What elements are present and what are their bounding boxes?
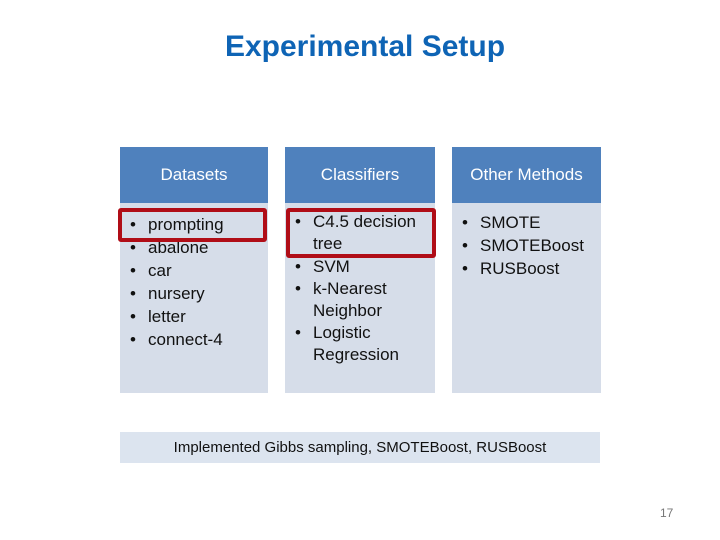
datasets-list-body: prompting abalone car nursery letter con… xyxy=(120,203,268,393)
datasets-column: Datasets prompting abalone car nursery l… xyxy=(120,147,268,393)
dataset-item: letter xyxy=(120,305,268,328)
other-methods-list-body: SMOTE SMOTEBoost RUSBoost xyxy=(452,203,601,393)
slide-title: Experimental Setup xyxy=(224,30,506,63)
dataset-item: abalone xyxy=(120,236,268,259)
datasets-header: Datasets xyxy=(120,147,268,203)
classifiers-list-body: C4.5 decision tree SVM k-Nearest Neighbo… xyxy=(285,203,435,393)
classifier-item: SVM xyxy=(285,255,435,278)
dataset-item: connect-4 xyxy=(120,328,268,351)
classifier-item: k-Nearest Neighbor xyxy=(285,278,435,322)
implementation-note: Implemented Gibbs sampling, SMOTEBoost, … xyxy=(120,432,600,463)
dataset-item: nursery xyxy=(120,282,268,305)
highlight-box-prompting xyxy=(118,208,267,242)
method-item: SMOTEBoost xyxy=(452,234,601,257)
classifier-item: Logistic Regression xyxy=(285,322,435,366)
dataset-item: car xyxy=(120,259,268,282)
classifier-item: C4.5 decision tree xyxy=(285,211,435,255)
other-methods-column: Other Methods SMOTE SMOTEBoost RUSBoost xyxy=(452,147,601,393)
method-item: RUSBoost xyxy=(452,257,601,280)
classifiers-column: Classifiers C4.5 decision tree SVM k-Nea… xyxy=(285,147,435,393)
highlight-box-c45 xyxy=(286,208,436,258)
other-methods-header: Other Methods xyxy=(452,147,601,203)
dataset-item: prompting xyxy=(120,213,268,236)
classifiers-header: Classifiers xyxy=(285,147,435,203)
page-number: 17 xyxy=(660,506,674,520)
method-item: SMOTE xyxy=(452,211,601,234)
